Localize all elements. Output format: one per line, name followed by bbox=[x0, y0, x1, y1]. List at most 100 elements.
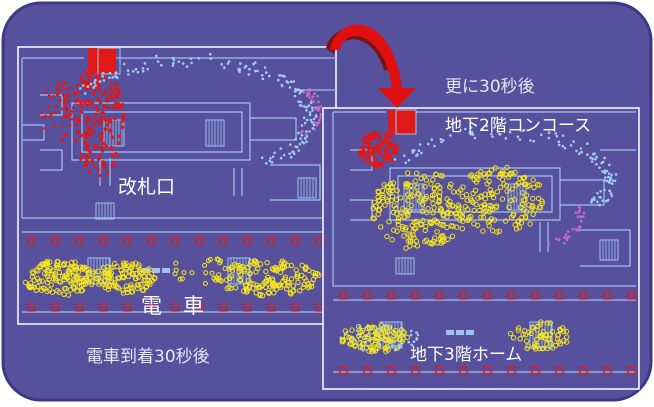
agent-dot bbox=[282, 153, 286, 157]
agent-dot bbox=[374, 330, 381, 337]
agent-dot bbox=[386, 152, 390, 157]
agent-dot bbox=[516, 325, 522, 331]
agent-dot bbox=[112, 160, 116, 165]
agent-dot bbox=[367, 146, 372, 151]
agent-dot bbox=[218, 258, 223, 264]
agent-dot bbox=[90, 101, 94, 105]
b3-platform-label: 地下3階ホーム bbox=[410, 345, 523, 365]
agent-dot bbox=[377, 202, 383, 208]
agent-dot bbox=[121, 115, 126, 120]
agent-dot bbox=[90, 70, 94, 74]
agent-dot bbox=[423, 193, 430, 200]
time-arrow bbox=[326, 24, 416, 108]
agent-dot bbox=[105, 286, 112, 293]
agent-dot bbox=[567, 235, 571, 239]
agent-dot bbox=[371, 163, 376, 167]
panel-further-30s bbox=[322, 107, 640, 390]
agent-dot bbox=[607, 172, 611, 175]
agent-dot bbox=[561, 134, 565, 138]
agent-dot bbox=[279, 265, 286, 272]
agent-dot bbox=[524, 345, 530, 352]
agent-dot bbox=[412, 340, 416, 344]
train-door bbox=[579, 366, 588, 375]
agent-dot bbox=[498, 132, 501, 136]
agent-dot bbox=[101, 92, 105, 96]
agent-dot bbox=[614, 173, 618, 176]
agent-dot bbox=[535, 195, 542, 202]
agent-dot bbox=[598, 203, 601, 207]
agent-dot bbox=[412, 178, 418, 184]
agent-dot bbox=[582, 211, 586, 215]
agent-dot bbox=[87, 117, 91, 121]
agent-dot bbox=[408, 187, 414, 194]
agent-dot bbox=[380, 140, 385, 144]
agent-dot bbox=[312, 100, 316, 103]
agent-dot bbox=[80, 110, 84, 114]
agent-dot bbox=[520, 190, 526, 196]
agent-dot bbox=[537, 205, 544, 211]
agent-dot bbox=[317, 109, 320, 112]
agent-dot bbox=[530, 177, 536, 183]
agent-dot bbox=[390, 143, 394, 148]
agent-dot bbox=[78, 264, 84, 270]
train-door bbox=[555, 366, 564, 375]
agent-dot bbox=[36, 278, 43, 284]
agent-dot bbox=[114, 106, 119, 110]
agent-dot bbox=[390, 209, 396, 216]
agent-dot bbox=[307, 130, 310, 134]
agent-dot bbox=[429, 192, 436, 199]
train-door bbox=[291, 236, 300, 245]
agent-dot bbox=[536, 204, 543, 210]
agent-dot bbox=[603, 169, 607, 173]
agent-dot bbox=[113, 116, 117, 121]
agent-dot bbox=[505, 174, 512, 180]
agent-dot bbox=[391, 149, 396, 153]
agent-dot bbox=[404, 181, 410, 187]
train-door bbox=[243, 236, 252, 245]
agent-dot bbox=[237, 272, 244, 278]
agent-dot bbox=[452, 210, 459, 217]
agent-dot bbox=[274, 267, 281, 273]
agent-dot bbox=[71, 106, 75, 110]
agent-dot bbox=[285, 80, 289, 83]
agent-dot bbox=[44, 114, 48, 118]
agent-dot bbox=[89, 82, 93, 86]
agent-dot bbox=[129, 262, 135, 268]
agent-dot bbox=[468, 131, 472, 135]
agent-dot bbox=[83, 87, 88, 91]
agent-dot bbox=[298, 92, 302, 95]
agent-dot bbox=[248, 280, 254, 287]
agent-dot bbox=[90, 158, 94, 163]
train-door bbox=[555, 291, 564, 300]
agent-dot bbox=[393, 158, 397, 161]
agent-dot bbox=[389, 135, 394, 140]
agent-dot bbox=[557, 238, 561, 242]
agent-dot bbox=[244, 64, 248, 68]
agent-dot bbox=[109, 145, 114, 150]
agent-dot bbox=[284, 262, 291, 269]
agent-dot bbox=[427, 142, 430, 146]
agent-dot bbox=[285, 282, 291, 289]
agent-dot bbox=[360, 146, 365, 150]
agent-dot bbox=[586, 153, 589, 156]
train-door bbox=[219, 236, 228, 245]
agent-dot bbox=[218, 278, 224, 284]
agent-dot bbox=[472, 187, 479, 194]
agent-dot bbox=[83, 275, 89, 281]
train-door bbox=[267, 236, 276, 245]
agent-dot bbox=[363, 159, 368, 163]
agent-dot bbox=[316, 105, 320, 109]
agent-dot bbox=[540, 345, 546, 352]
agent-dot bbox=[54, 288, 60, 294]
agent-dot bbox=[305, 105, 309, 109]
agent-dot bbox=[414, 219, 420, 225]
agent-dot bbox=[403, 207, 409, 214]
agent-dot bbox=[384, 148, 389, 153]
agent-dot bbox=[299, 137, 303, 140]
agent-dot bbox=[309, 101, 313, 104]
agent-dot bbox=[306, 267, 312, 274]
agent-dot bbox=[111, 104, 115, 109]
agent-dot bbox=[79, 133, 83, 138]
agent-dot bbox=[522, 197, 528, 203]
